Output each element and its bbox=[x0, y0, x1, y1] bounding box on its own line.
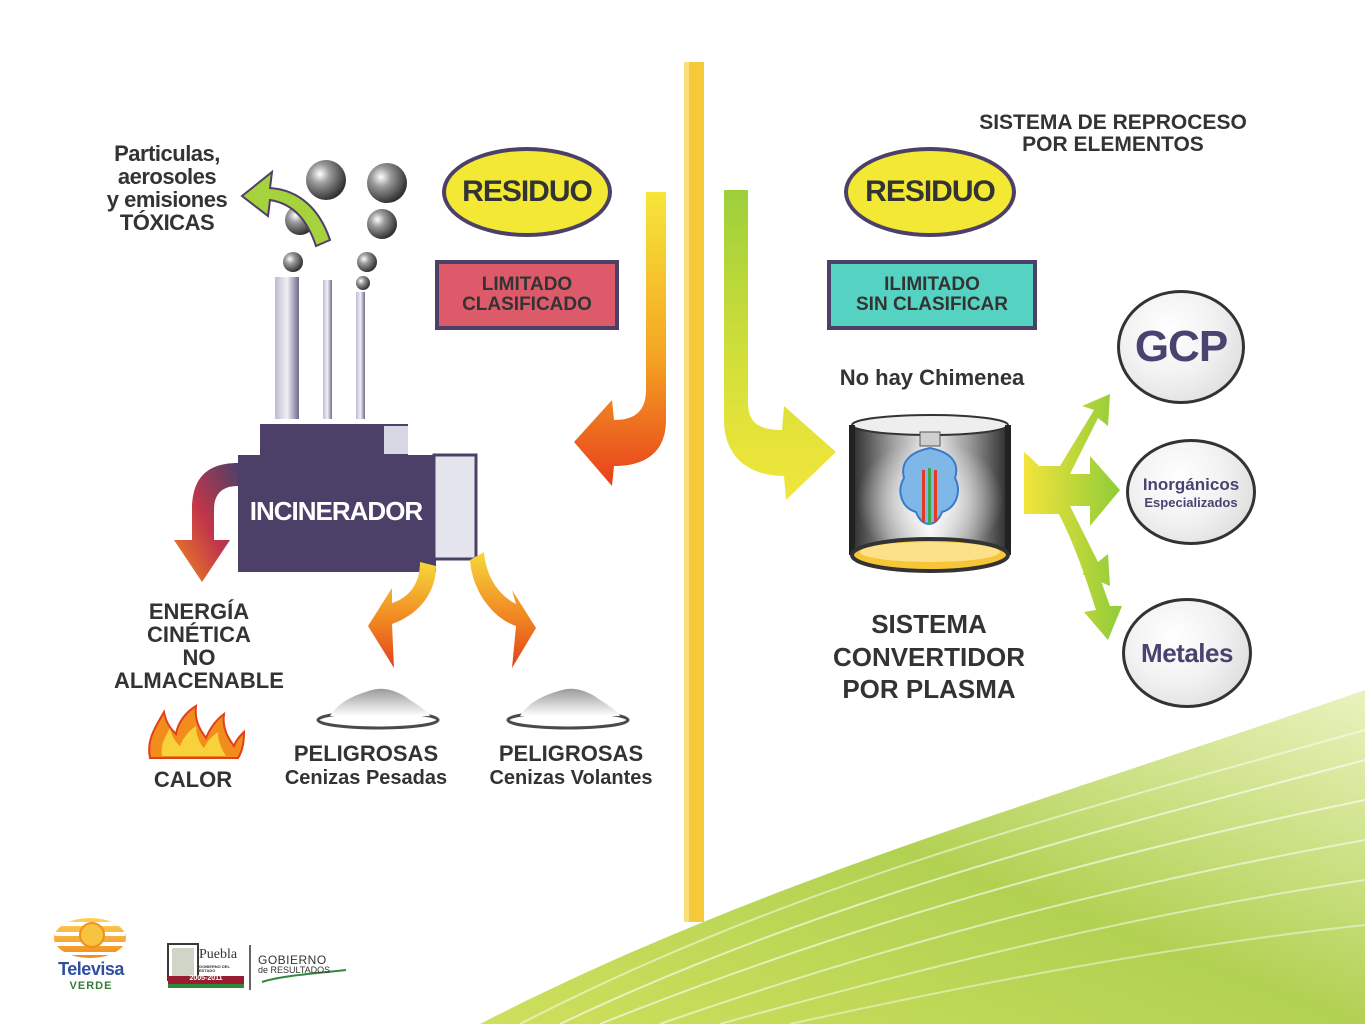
puebla-logo bbox=[167, 943, 347, 990]
emissions-line: Particulas, bbox=[114, 141, 220, 166]
puebla-small-text: GOBIERNO DEL ESTADO bbox=[199, 964, 230, 974]
resultados-text: de RESULTADOS bbox=[258, 965, 331, 975]
smoke-ball bbox=[356, 276, 370, 290]
ash-heavy-title: PELIGROSAS bbox=[293, 741, 439, 766]
puebla-years-text: 2005-2011 bbox=[189, 975, 223, 982]
flow-arrow-left bbox=[574, 192, 666, 486]
converter-line: POR PLASMA bbox=[842, 674, 1016, 704]
ilimitado-line: ILIMITADO bbox=[884, 274, 980, 296]
ash-arrow-heavy bbox=[368, 562, 436, 668]
limitado-line: CLASIFICADO bbox=[462, 294, 592, 315]
ash-fly-title: PELIGROSAS bbox=[498, 741, 644, 766]
ash-fly-label: PELIGROSAS Cenizas Volantes bbox=[482, 742, 660, 789]
calor-label: CALOR bbox=[153, 767, 233, 792]
smoke-ball bbox=[367, 163, 407, 203]
gobierno-text: GOBIERNO bbox=[258, 953, 327, 967]
ash-fly-sub: Cenizas Volantes bbox=[489, 767, 653, 790]
incinerator-top bbox=[260, 424, 408, 456]
ash-arrow-fly bbox=[470, 552, 536, 668]
output-arrows bbox=[1024, 394, 1122, 640]
ash-heavy-label: PELIGROSAS Cenizas Pesadas bbox=[278, 742, 454, 789]
output-metales: Metales bbox=[1122, 598, 1252, 708]
system-title-line: POR ELEMENTOS bbox=[1022, 133, 1204, 157]
residuo-oval-left: RESIDUO bbox=[442, 147, 612, 237]
smoke-ball bbox=[357, 252, 377, 272]
emissions-label: Particulas, aerosoles y emisiones TÓXICA… bbox=[92, 142, 242, 234]
ilimitado-box: ILIMITADO SIN CLASIFICAR bbox=[827, 260, 1037, 330]
flame-icon bbox=[148, 704, 246, 759]
emissions-line: y emisiones bbox=[106, 187, 228, 213]
flow-arrow-right bbox=[724, 190, 836, 500]
limitado-line: LIMITADO bbox=[481, 274, 573, 296]
converter-line: CONVERTIDOR bbox=[832, 641, 1026, 672]
ash-heavy-sub: Cenizas Pesadas bbox=[284, 767, 448, 790]
ilimitado-line: SIN CLASIFICAR bbox=[856, 294, 1008, 315]
no-chimenea-label: No hay Chimenea bbox=[839, 365, 1025, 390]
televisa-text: Televisa bbox=[58, 959, 124, 979]
emissions-line: TÓXICAS bbox=[119, 210, 215, 236]
ash-pile-fly bbox=[520, 688, 620, 716]
system-title-line: SISTEMA DE REPROCESO bbox=[979, 111, 1247, 134]
emissions-arrow bbox=[240, 169, 332, 248]
converter-label: SISTEMA CONVERTIDOR POR PLASMA bbox=[812, 608, 1046, 706]
televisa-verde-text: VERDE bbox=[69, 980, 113, 992]
energy-arrow bbox=[174, 463, 238, 582]
residuo-label: RESIDUO bbox=[462, 175, 593, 208]
chimney-3 bbox=[356, 292, 365, 419]
televisa-logo bbox=[54, 918, 126, 958]
energy-label: ENERGÍA CINÉTICA NO ALMACENABLE bbox=[96, 600, 302, 692]
metales-label: Metales bbox=[1141, 637, 1233, 668]
chimney-1 bbox=[275, 277, 299, 419]
especializados-label: Especializados bbox=[1144, 494, 1238, 510]
smoke-ball bbox=[367, 209, 397, 239]
inorganicos-label: Inorgánicos bbox=[1142, 474, 1240, 494]
plasma-converter bbox=[849, 414, 1011, 573]
ash-pile-heavy bbox=[330, 688, 430, 716]
gcp-label: GCP bbox=[1134, 322, 1228, 371]
limitado-box: LIMITADO CLASIFICADO bbox=[435, 260, 619, 330]
system-title: SISTEMA DE REPROCESO POR ELEMENTOS bbox=[950, 111, 1276, 157]
residuo-oval-right: RESIDUO bbox=[844, 147, 1016, 237]
energy-line: ENERGÍA bbox=[148, 599, 250, 624]
chimney-2 bbox=[323, 280, 332, 419]
output-inorganicos: Inorgánicos Especializados bbox=[1126, 439, 1256, 545]
emissions-line: aerosoles bbox=[117, 164, 217, 190]
smoke-ball bbox=[306, 160, 346, 200]
incinerator-body bbox=[238, 455, 436, 572]
puebla-text: Puebla bbox=[199, 947, 238, 962]
smoke-ball bbox=[283, 252, 303, 272]
converter-line: SISTEMA bbox=[871, 609, 987, 639]
output-gcp: GCP bbox=[1117, 290, 1245, 404]
incinerator-label: INCINERADOR bbox=[249, 496, 423, 526]
residuo-label: RESIDUO bbox=[865, 175, 996, 208]
energy-line: NO ALMACENABLE bbox=[114, 645, 284, 694]
energy-line: CINÉTICA bbox=[147, 622, 251, 648]
